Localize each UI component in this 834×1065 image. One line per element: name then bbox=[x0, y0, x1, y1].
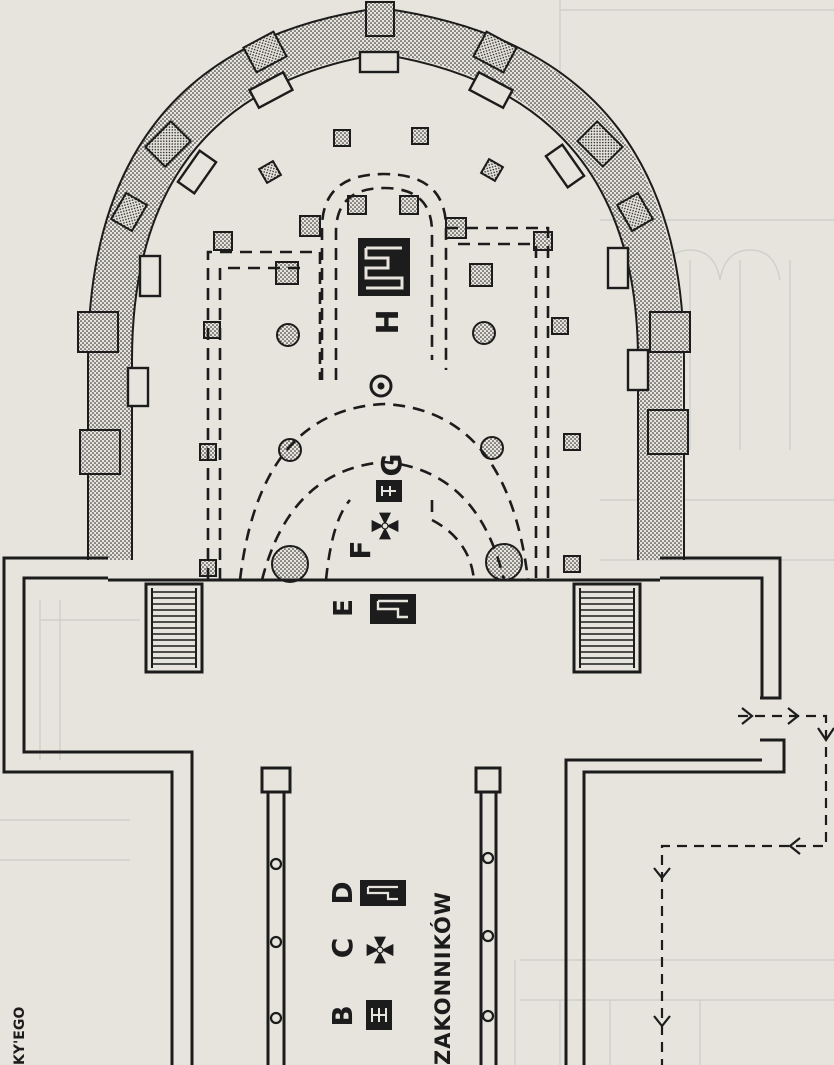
cross-f-icon bbox=[370, 511, 400, 541]
cross-c-icon bbox=[365, 935, 395, 965]
label-h: H bbox=[371, 309, 406, 334]
label-g: G bbox=[375, 454, 408, 477]
altar-b bbox=[366, 1000, 392, 1030]
label-d: D bbox=[326, 881, 359, 904]
altar-g bbox=[376, 480, 402, 502]
altar-d bbox=[360, 880, 406, 906]
building-outline bbox=[2, 556, 786, 1065]
label-f: F bbox=[344, 540, 377, 559]
stairs-right bbox=[572, 582, 642, 674]
altar-h bbox=[358, 238, 410, 296]
center-ring bbox=[369, 374, 393, 398]
dashed-enclosures bbox=[206, 172, 550, 581]
label-c: C bbox=[326, 938, 359, 959]
columns bbox=[199, 127, 581, 583]
label-b: B bbox=[326, 1005, 359, 1026]
route-arrowheads bbox=[653, 707, 834, 1028]
nave-colonnades bbox=[260, 766, 502, 1065]
nave-caption: ZAKONNIKÓW bbox=[430, 891, 455, 1065]
route-arrows bbox=[660, 714, 828, 1065]
apse-wall bbox=[77, 1, 691, 560]
altar-e bbox=[370, 594, 416, 624]
stairs-left bbox=[144, 582, 204, 674]
edge-caption: KY'EGO bbox=[12, 1007, 28, 1065]
label-e: E bbox=[329, 599, 359, 617]
